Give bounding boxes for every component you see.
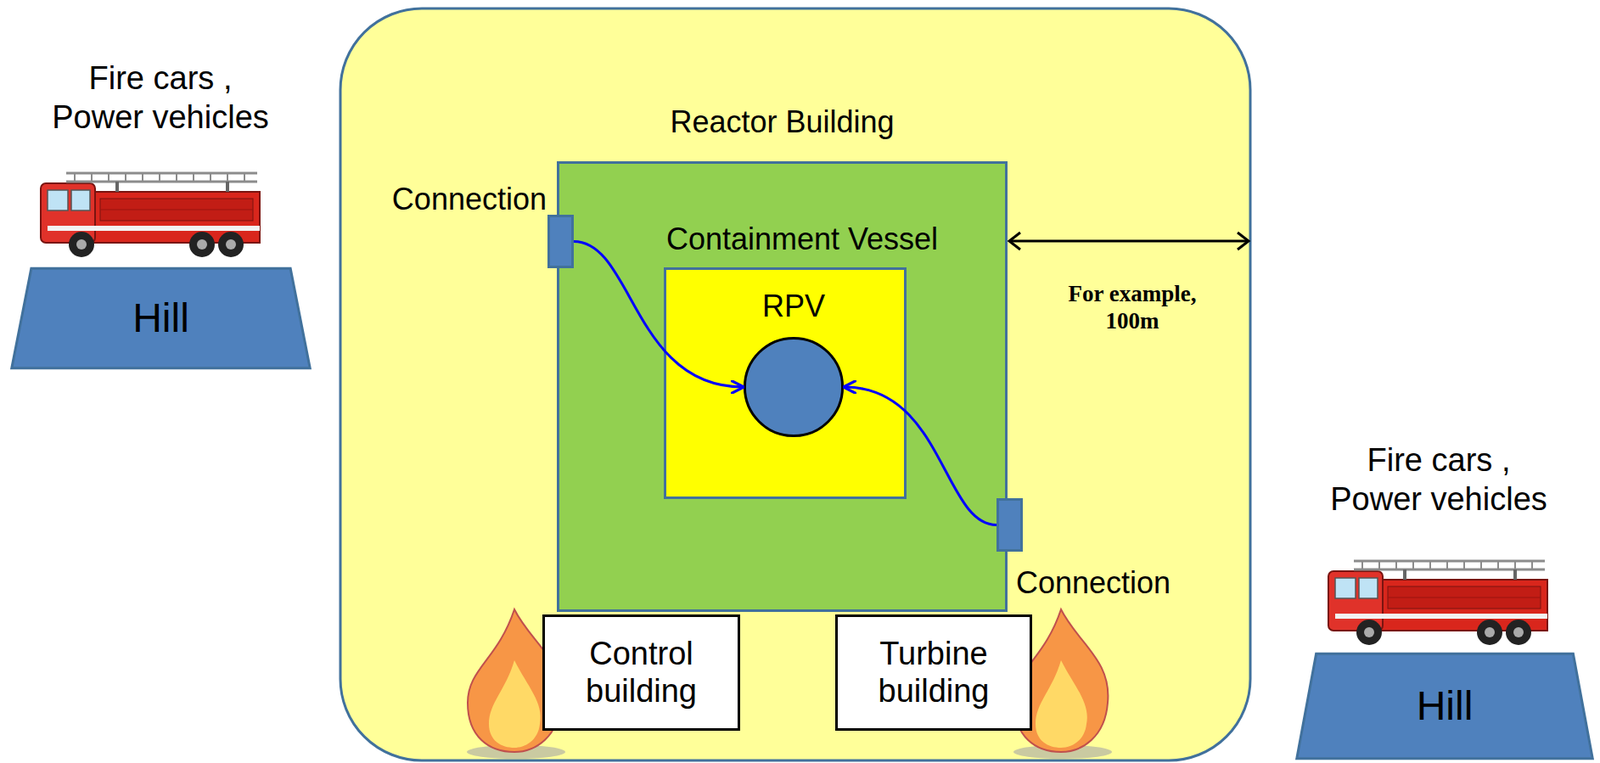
connection-port: Connection (996, 498, 1023, 552)
hill-outline (1296, 653, 1593, 758)
containment-vessel-box: Containment VesselRPV (663, 267, 907, 500)
node-label: Control building (554, 635, 729, 710)
hill-shape: Hill (1295, 652, 1595, 760)
rpv-outline (744, 337, 843, 436)
rpv-circle-outline (742, 336, 845, 438)
building-box: Control building (542, 614, 741, 731)
hill-shape: Hill (10, 267, 312, 370)
fire-truck (40, 173, 260, 258)
hill-outline (11, 268, 310, 369)
vehicle-note: Fire cars , Power vehicles (1319, 441, 1558, 519)
dimension-label: For example, 100m (1038, 280, 1226, 336)
node-label: Connection (1016, 565, 1171, 601)
node-label: Connection (392, 181, 547, 217)
rpv-circle: RPV (742, 336, 845, 438)
node-label: Reactor Building (669, 104, 894, 140)
flow-connector (573, 241, 743, 388)
node-label: Hill (1416, 682, 1474, 730)
node-label: Turbine building (847, 635, 1021, 710)
node-label: RPV (762, 288, 826, 324)
reactor-building-box: Reactor BuildingContainment VesselRPVCon… (556, 161, 1008, 612)
site-area (340, 8, 1251, 761)
flow-connector (844, 387, 997, 526)
dimension-arrow (1009, 232, 1249, 250)
node-label: Hill (132, 294, 190, 342)
fire-truck (1328, 561, 1548, 646)
vehicle-note: Fire cars , Power vehicles (41, 59, 280, 137)
connection-port: Connection (547, 214, 574, 269)
building-box: Turbine building (835, 614, 1033, 731)
node-label: Containment Vessel (666, 221, 938, 257)
